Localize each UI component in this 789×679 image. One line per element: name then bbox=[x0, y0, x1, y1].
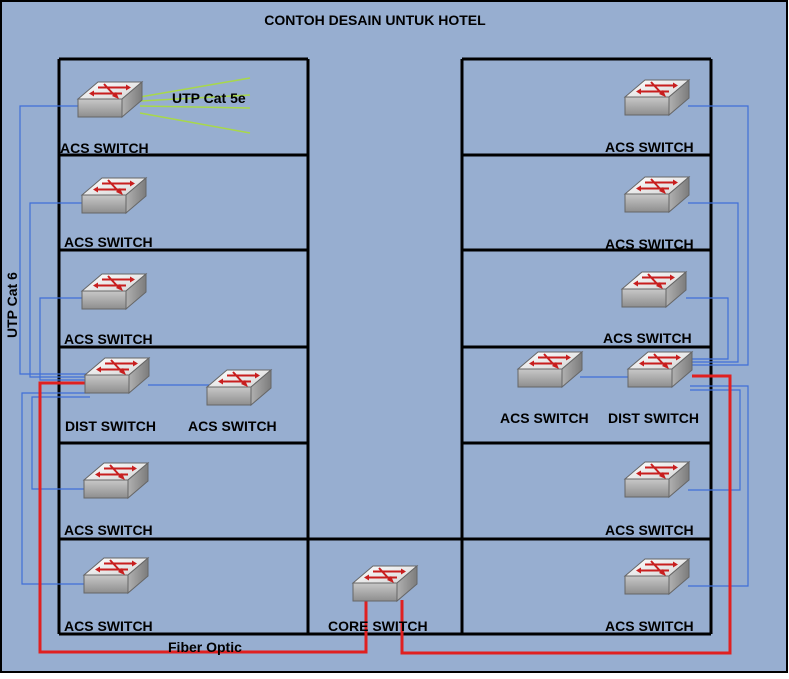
label-l6: ACS SWITCH bbox=[64, 618, 153, 634]
label-r2: ACS SWITCH bbox=[605, 236, 694, 252]
right-building bbox=[460, 57, 713, 636]
label-l-dist-acs: ACS SWITCH bbox=[188, 418, 277, 434]
label-core: CORE SWITCH bbox=[328, 618, 428, 634]
label-r6: ACS SWITCH bbox=[605, 618, 694, 634]
utp-cat6-left bbox=[19, 105, 209, 585]
label-l2: ACS SWITCH bbox=[64, 234, 153, 250]
label-r-dist-acs: ACS SWITCH bbox=[500, 410, 589, 426]
label-r-dist: DIST SWITCH bbox=[608, 410, 699, 426]
label-r5: ACS SWITCH bbox=[605, 522, 694, 538]
utp-cat6-right bbox=[580, 105, 749, 587]
label-l3: ACS SWITCH bbox=[64, 331, 153, 347]
label-l-dist: DIST SWITCH bbox=[65, 418, 156, 434]
label-utp-cat6: UTP Cat 6 bbox=[4, 272, 20, 338]
label-fiber-optic: Fiber Optic bbox=[168, 639, 242, 655]
label-l1: ACS SWITCH bbox=[60, 140, 149, 156]
label-utp-cat5e: UTP Cat 5e bbox=[172, 90, 246, 106]
utp-cat5e-lines bbox=[139, 77, 251, 134]
label-l5: ACS SWITCH bbox=[64, 522, 153, 538]
label-r1: ACS SWITCH bbox=[605, 139, 694, 155]
fiber-optic-lines bbox=[38, 374, 732, 655]
core-room bbox=[308, 537, 462, 636]
label-r3: ACS SWITCH bbox=[603, 330, 692, 346]
diagram-title: CONTOH DESAIN UNTUK HOTEL bbox=[264, 12, 486, 28]
